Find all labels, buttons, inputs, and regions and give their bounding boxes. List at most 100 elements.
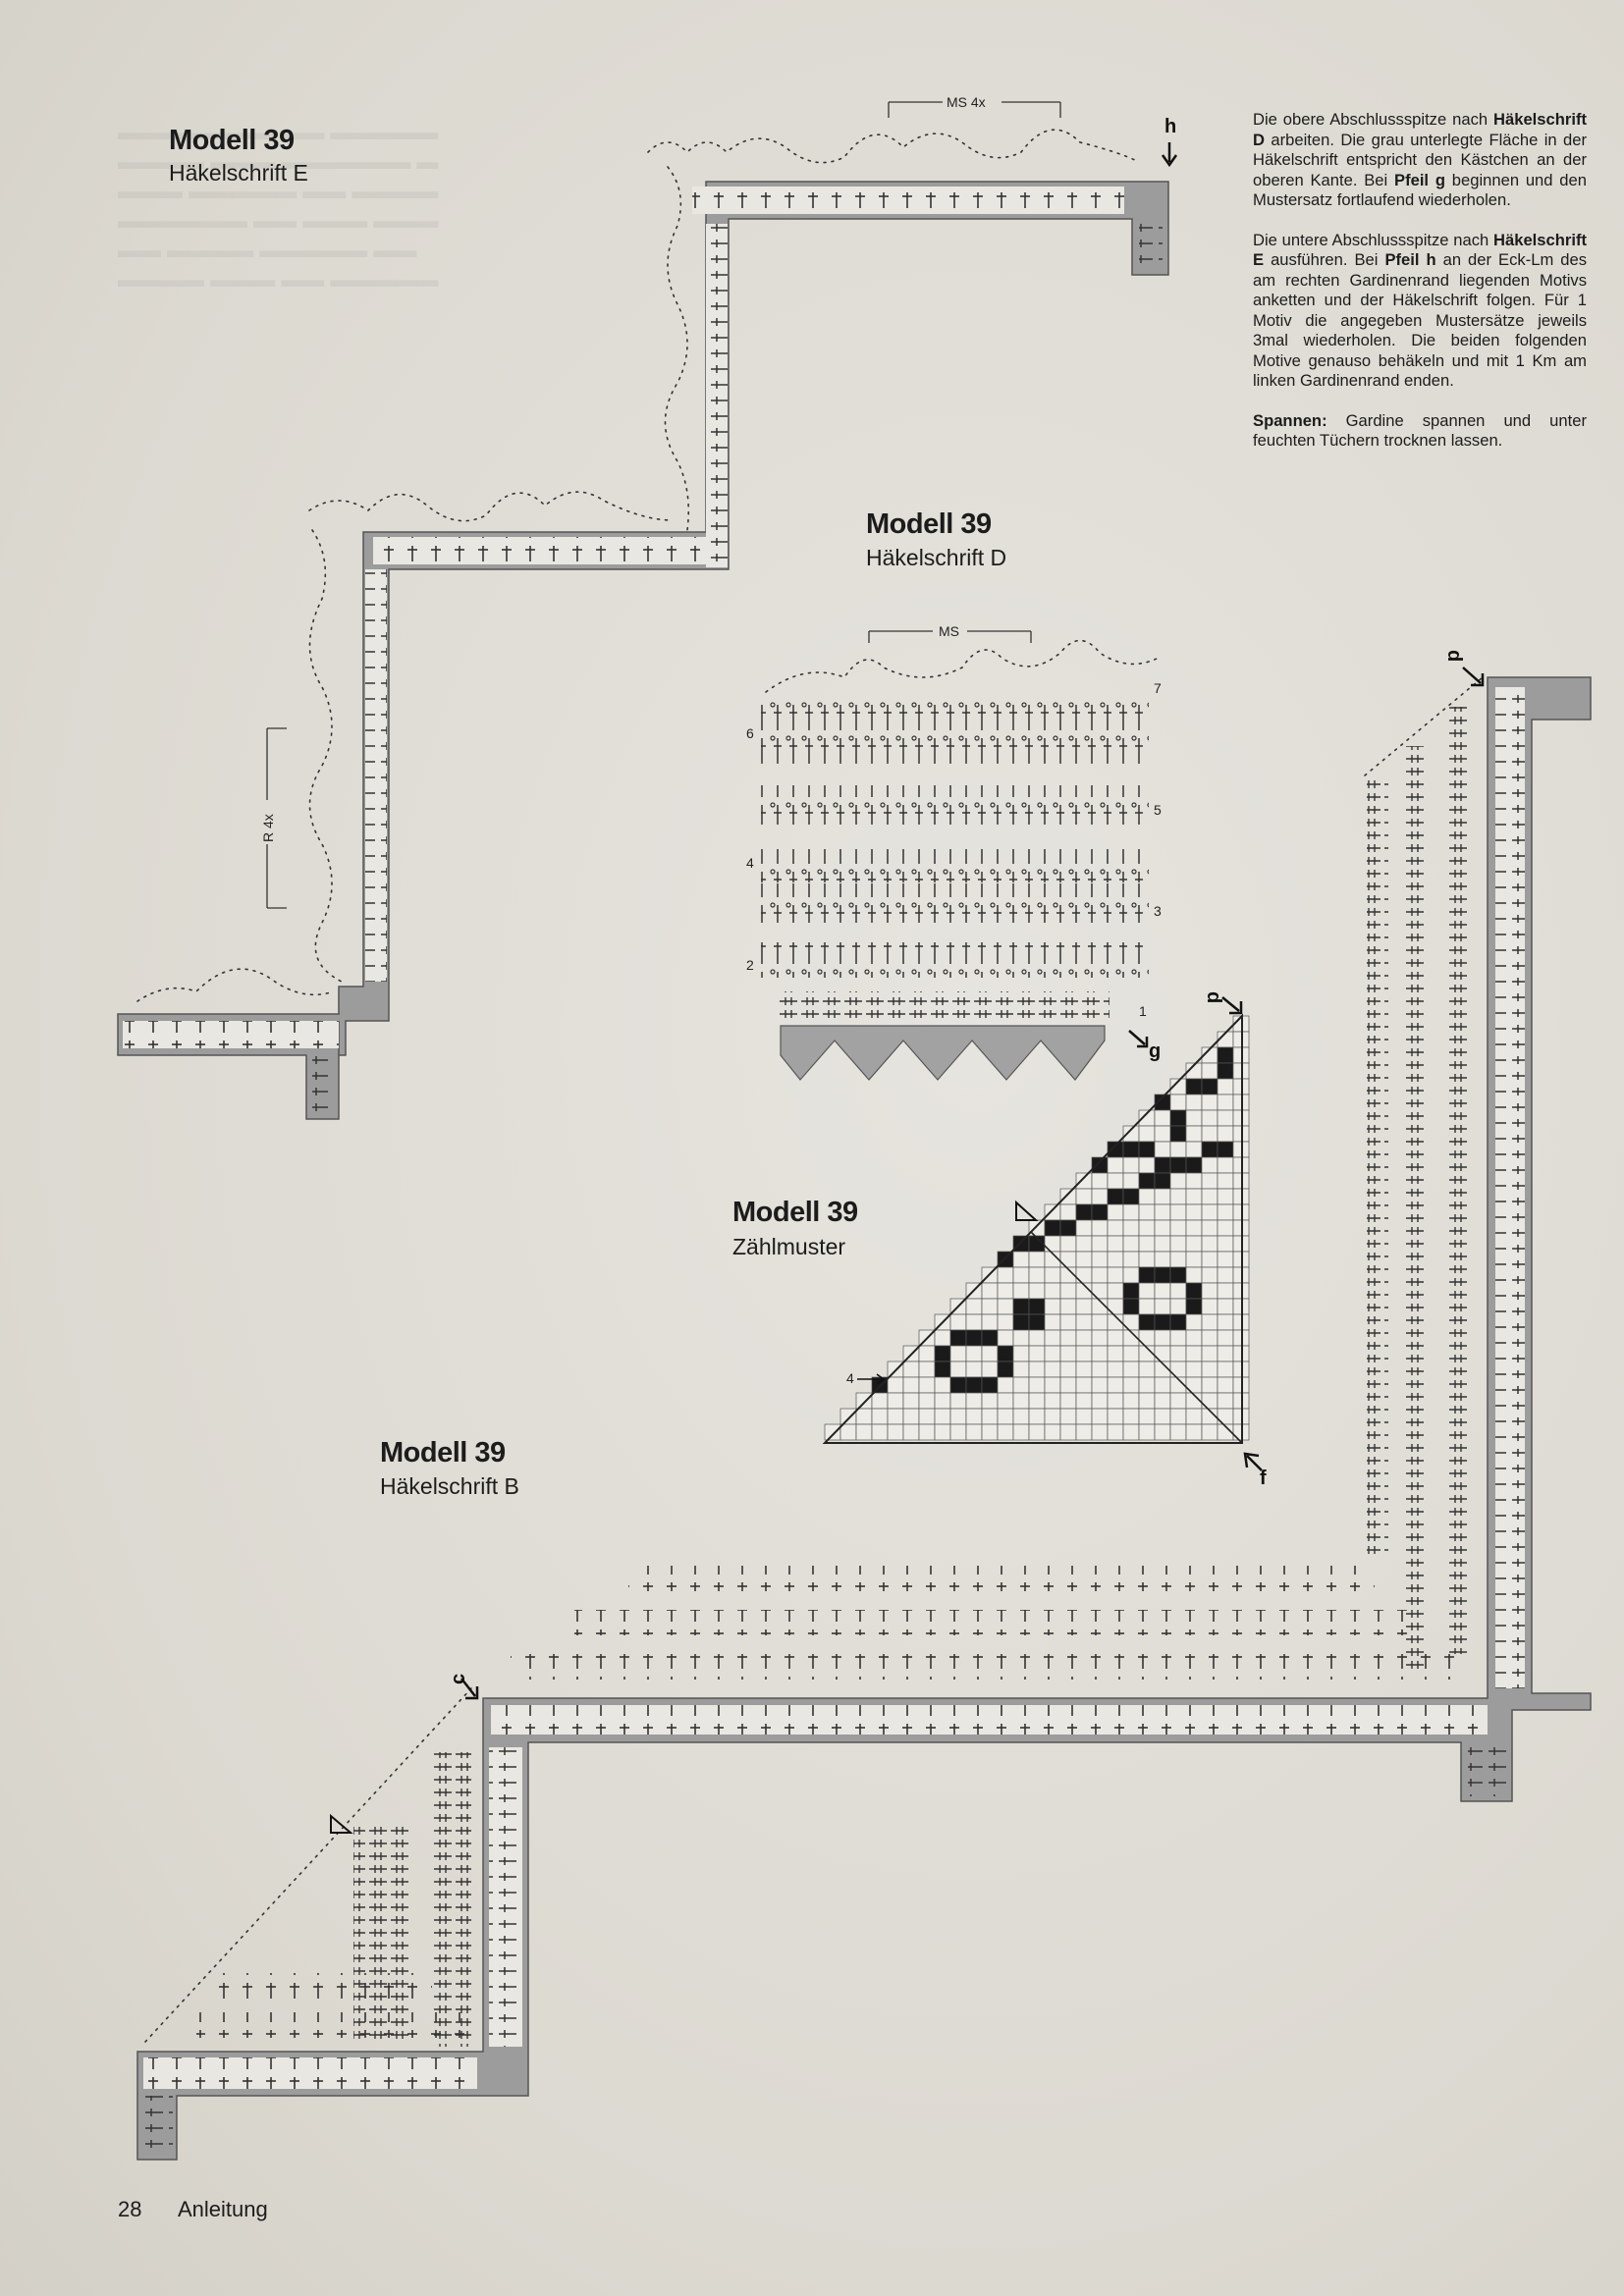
count-chart-cell xyxy=(1075,1392,1093,1410)
bold-run-3: Pfeil g xyxy=(1394,170,1445,189)
count-chart-cell xyxy=(1012,1329,1030,1347)
count-chart-cell xyxy=(1217,1109,1234,1127)
count-chart-cell xyxy=(1012,1282,1030,1300)
instructions-paragraph-1: Die obere Abschlussspitze nach Häkelschr… xyxy=(1253,110,1587,211)
count-chart-cell xyxy=(965,1313,983,1331)
count-chart-cell xyxy=(1185,1423,1203,1441)
footer-section: Anleitung xyxy=(178,2197,268,2221)
count-chart-cell xyxy=(1169,1423,1187,1441)
count-chart-cell xyxy=(1107,1392,1124,1410)
count-chart-cell xyxy=(1185,1361,1203,1378)
count-chart-cell xyxy=(1138,1172,1156,1190)
count-chart-cell xyxy=(1169,1203,1187,1221)
count-chart-cell xyxy=(1091,1172,1109,1190)
count-chart-cell xyxy=(1201,1329,1218,1347)
count-chart-cell xyxy=(1091,1188,1109,1205)
count-chart-cell xyxy=(1185,1219,1203,1237)
count-chart-cell xyxy=(1107,1376,1124,1394)
count-chart-cell xyxy=(1185,1282,1203,1300)
ms-label: MS xyxy=(939,623,959,639)
count-chart-cell xyxy=(997,1345,1014,1362)
count-chart-cell xyxy=(902,1361,920,1378)
count-chart-cell xyxy=(902,1408,920,1425)
count-chart-cell xyxy=(1044,1266,1061,1284)
count-chart-cell xyxy=(1201,1125,1218,1143)
count-chart-cell xyxy=(1091,1423,1109,1441)
count-chart-cell xyxy=(1169,1313,1187,1331)
count-chart-cell xyxy=(1059,1345,1077,1362)
count-chart-cell xyxy=(1075,1329,1093,1347)
row-4-arrow-label: 4 xyxy=(846,1370,854,1386)
count-chart-cell xyxy=(1122,1282,1140,1300)
count-chart-cell xyxy=(1059,1282,1077,1300)
count-chart-cell xyxy=(997,1266,1014,1284)
count-chart-cell xyxy=(1122,1266,1140,1284)
arrow-c-icon xyxy=(460,1678,479,1700)
count-chart-cell xyxy=(1217,1094,1234,1111)
text-run-2: arbeiten. Die grau unterlegte Fläche in … xyxy=(1253,130,1587,189)
count-chart: d f 4 xyxy=(822,991,1267,1489)
count-chart-cell xyxy=(1107,1251,1124,1268)
count-chart-cell xyxy=(1185,1125,1203,1143)
count-chart-cell xyxy=(1044,1392,1061,1410)
count-chart-cell xyxy=(1122,1408,1140,1425)
text-run-0: Die untere Abschlussspitze nach xyxy=(1253,230,1493,249)
count-chart-cell xyxy=(1012,1266,1030,1284)
count-chart-cell xyxy=(997,1298,1014,1315)
count-chart-cell xyxy=(1169,1298,1187,1315)
count-chart-cell xyxy=(1201,1172,1218,1190)
instructions-text: Die obere Abschlussspitze nach Häkelschr… xyxy=(1253,110,1587,471)
count-chart-cell xyxy=(918,1392,936,1410)
count-chart-cell xyxy=(1217,1235,1234,1253)
instructions-paragraph-2: Die untere Abschlussspitze nach Häkelsch… xyxy=(1253,231,1587,392)
count-chart-cell xyxy=(1107,1298,1124,1315)
count-chart-cell xyxy=(1091,1392,1109,1410)
count-chart-cell xyxy=(1028,1282,1046,1300)
model-e-subtitle: Häkelschrift E xyxy=(169,160,308,186)
count-chart-cell xyxy=(1217,1141,1234,1158)
count-chart-cell xyxy=(1059,1376,1077,1394)
model-d-title: Modell 39 xyxy=(866,508,992,540)
count-chart-cell xyxy=(1154,1156,1171,1174)
count-chart-cell xyxy=(1154,1298,1171,1315)
count-chart-cell xyxy=(1217,1046,1234,1064)
count-chart-cell xyxy=(981,1313,999,1331)
count-chart-cell xyxy=(1059,1298,1077,1315)
count-chart-cell xyxy=(965,1408,983,1425)
count-chart-cell xyxy=(1122,1313,1140,1331)
count-chart-cell xyxy=(1075,1219,1093,1237)
count-chart-cell xyxy=(1201,1376,1218,1394)
count-chart-cell xyxy=(1185,1376,1203,1394)
count-chart-cell xyxy=(1091,1408,1109,1425)
arrow-v-icon xyxy=(1015,1200,1039,1221)
row-number-5: 5 xyxy=(1154,802,1162,818)
count-chart-cell xyxy=(1028,1266,1046,1284)
count-chart-cell xyxy=(824,1423,841,1441)
count-chart-cell xyxy=(934,1329,951,1347)
count-chart-cell xyxy=(1169,1094,1187,1111)
count-chart-cell xyxy=(949,1313,967,1331)
count-chart-cell xyxy=(1154,1251,1171,1268)
chart-e: MS 4x R 4x h xyxy=(117,94,1178,1120)
count-chart-cell xyxy=(934,1423,951,1441)
count-chart-cell xyxy=(1122,1423,1140,1441)
count-chart-cell xyxy=(1107,1423,1124,1441)
count-chart-cell xyxy=(1154,1329,1171,1347)
count-chart-cell xyxy=(1138,1282,1156,1300)
arrow-h-icon xyxy=(1161,142,1178,168)
count-chart-cell xyxy=(934,1361,951,1378)
count-chart-cell xyxy=(1122,1251,1140,1268)
model-b-title: Modell 39 xyxy=(380,1437,506,1468)
count-chart-cell xyxy=(1201,1313,1218,1331)
chart-b: c d xyxy=(136,650,1592,2161)
count-chart-cell xyxy=(1028,1219,1046,1237)
bold-run-0: Spannen: xyxy=(1253,410,1327,430)
count-chart-cell xyxy=(1138,1298,1156,1315)
count-chart-cell xyxy=(1028,1329,1046,1347)
count-chart-cell xyxy=(1138,1251,1156,1268)
text-run-0: Die obere Abschlussspitze nach xyxy=(1253,110,1493,129)
count-chart-cell xyxy=(1138,1392,1156,1410)
count-chart-cell xyxy=(1107,1219,1124,1237)
count-chart-cell xyxy=(1091,1235,1109,1253)
